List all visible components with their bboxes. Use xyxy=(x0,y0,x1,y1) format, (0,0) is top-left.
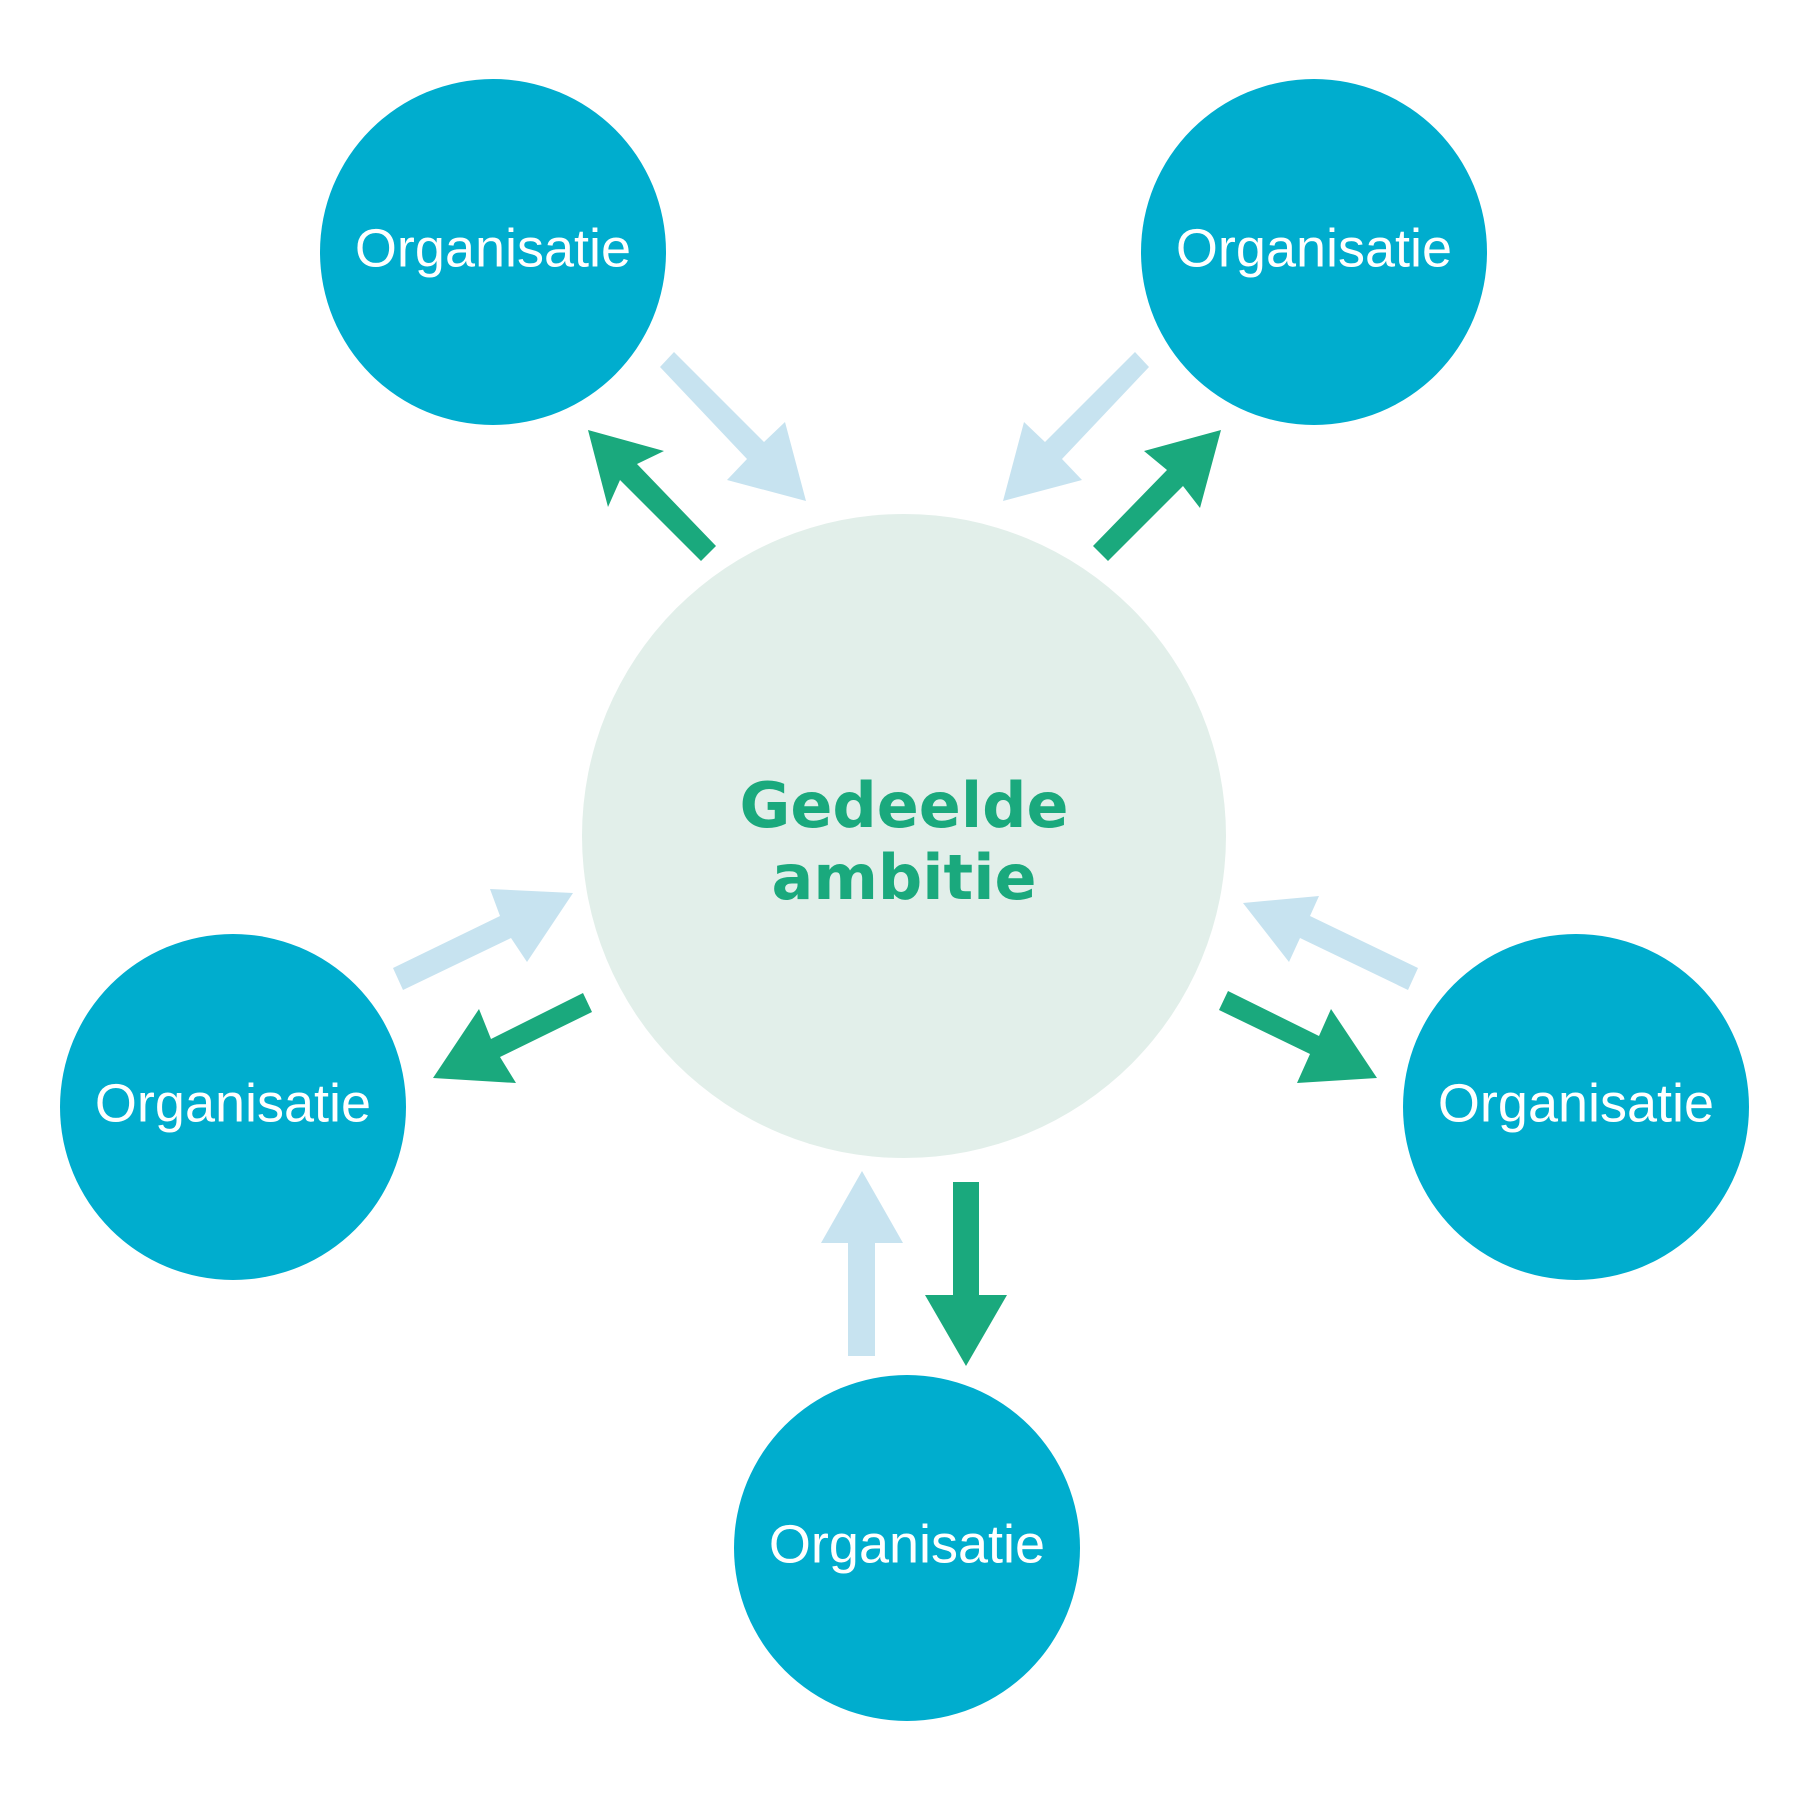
organisation-node-top-right: Organisatie xyxy=(1141,79,1487,425)
organisation-circle xyxy=(1403,934,1749,1280)
organisation-circle xyxy=(320,79,666,425)
outgoing-arrow-top-right xyxy=(1093,430,1221,561)
outgoing-arrow-right xyxy=(1219,991,1377,1083)
organisation-label: Organisatie xyxy=(1438,1073,1714,1133)
organisation-circle xyxy=(734,1375,1080,1721)
center-node: Gedeelde ambitie xyxy=(582,514,1226,1158)
outgoing-arrow-top-left xyxy=(588,430,716,561)
outgoing-arrow-bottom xyxy=(925,1182,1007,1366)
incoming-arrow-top-right xyxy=(1003,352,1149,501)
outgoing-arrow-left xyxy=(433,993,592,1083)
center-label-line-1: Gedeelde xyxy=(739,769,1068,842)
organisation-node-bottom: Organisatie xyxy=(734,1375,1080,1721)
incoming-arrow-top-left xyxy=(660,352,806,501)
incoming-arrow-bottom xyxy=(821,1171,903,1356)
organisation-circle xyxy=(1141,79,1487,425)
organisation-label: Organisatie xyxy=(1176,218,1452,278)
organisation-circle xyxy=(60,934,406,1280)
organisation-label: Organisatie xyxy=(769,1514,1045,1574)
incoming-arrow-left xyxy=(393,889,573,990)
organisation-node-left: Organisatie xyxy=(60,934,406,1280)
incoming-arrow-right xyxy=(1243,896,1418,990)
organisation-label: Organisatie xyxy=(355,218,631,278)
center-circle xyxy=(582,514,1226,1158)
organisation-label: Organisatie xyxy=(95,1073,371,1133)
center-label-line-2: ambitie xyxy=(771,841,1036,914)
organisation-node-right: Organisatie xyxy=(1403,934,1749,1280)
organisation-node-top-left: Organisatie xyxy=(320,79,666,425)
